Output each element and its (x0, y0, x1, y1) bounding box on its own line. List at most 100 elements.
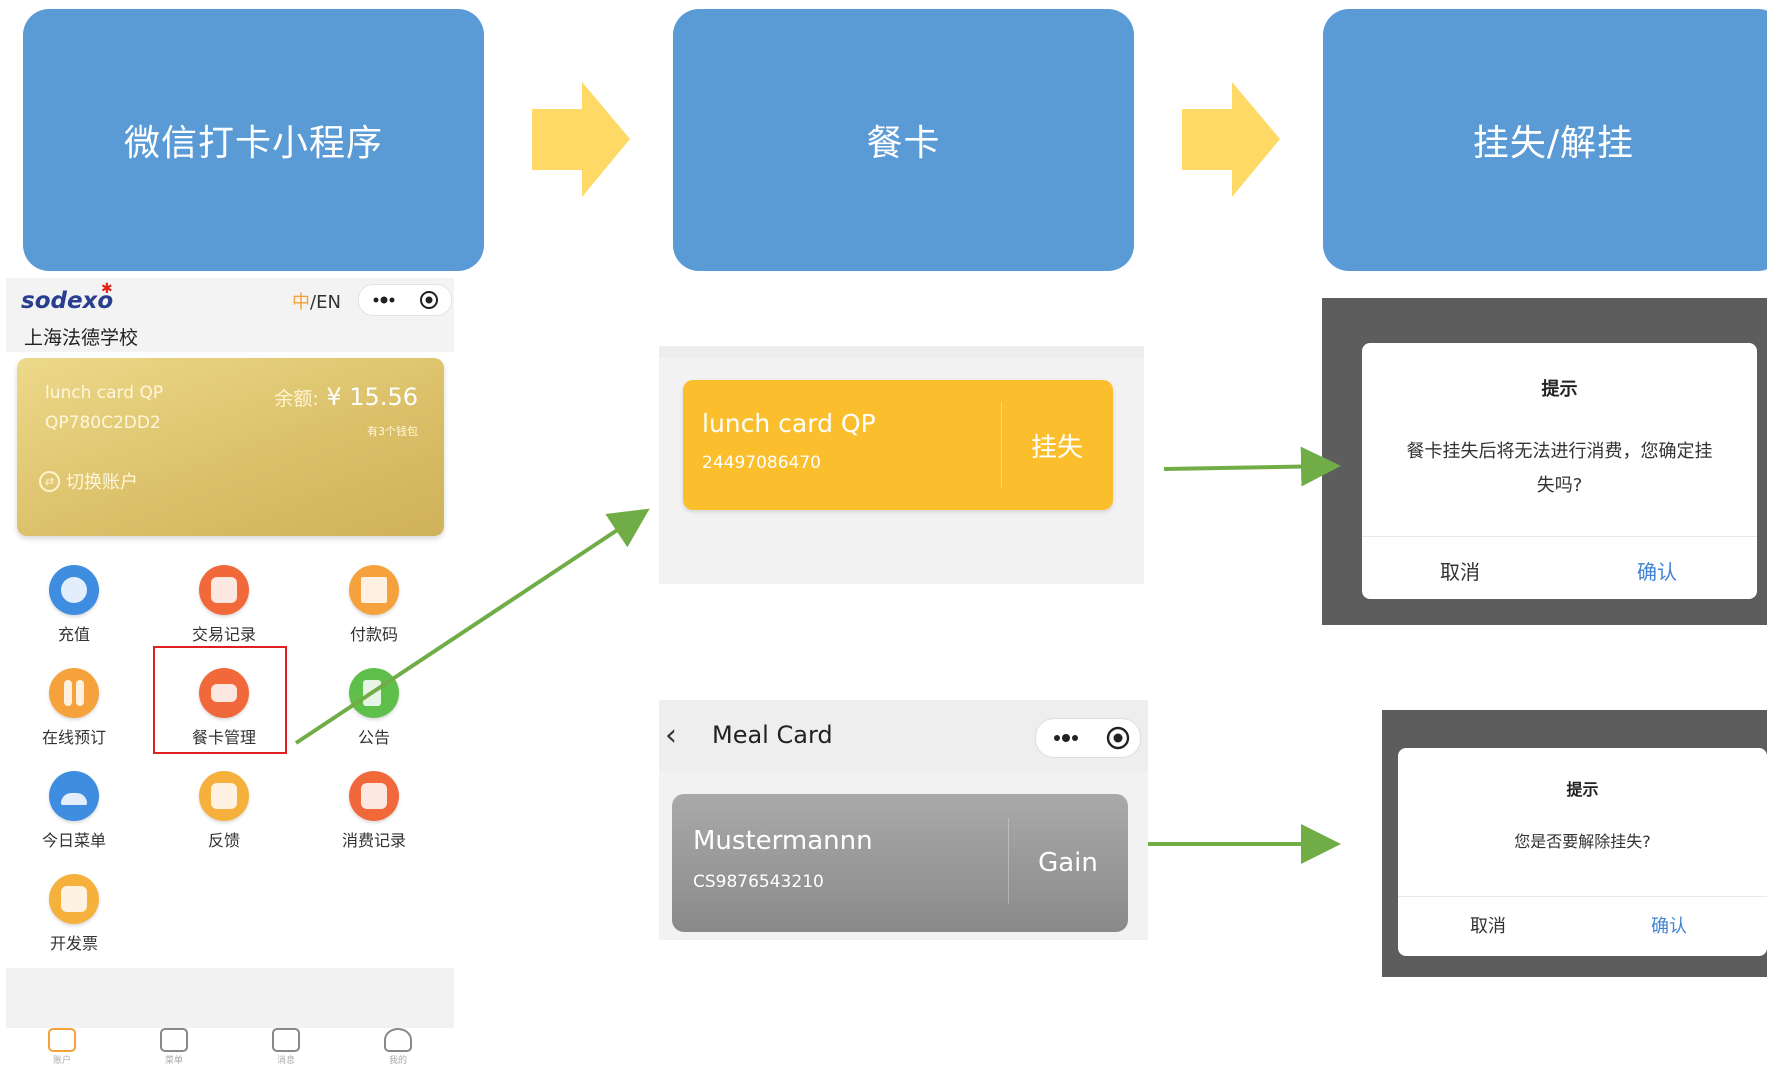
close-target-icon[interactable] (1106, 726, 1130, 750)
step-box-report-loss: 挂失/解挂 (1323, 9, 1767, 271)
menu-label: 充值 (57, 625, 90, 644)
mini-program-home-screen: sodexo ✱ 中/EN 上海法德学校 lunch card QP QP780… (6, 278, 454, 1073)
back-icon[interactable]: ‹ (665, 718, 677, 753)
card-id: 24497086470 (702, 453, 821, 473)
tab-menu[interactable]: 菜单 (144, 1028, 204, 1066)
nav-bar: ‹ Meal Card (659, 700, 1148, 771)
qr-code-icon (349, 565, 399, 615)
header-bar: sodexo ✱ 中/EN 上海法德学校 (6, 278, 454, 352)
report-loss-dialog-overlay: 提示 餐卡挂失后将无法进行消费，您确定挂 失吗? 取消 确认 (1322, 298, 1767, 625)
connector-arrow-icon (294, 508, 650, 745)
flow-arrow-icon (532, 82, 630, 197)
step-box-meal-card: 餐卡 (673, 9, 1134, 271)
switch-account-button[interactable]: ⇄切换账户 (39, 468, 138, 494)
page-title: Meal Card (712, 721, 833, 749)
step-label: 微信打卡小程序 (123, 123, 383, 164)
card-list-panel: lunch card QP 24497086470 挂失 (659, 346, 1144, 584)
tab-account[interactable]: 账户 (32, 1028, 92, 1066)
dialog-message-line: 餐卡挂失后将无法进行消费，您确定挂 (1406, 441, 1713, 462)
menu-label: 餐卡管理 (191, 728, 256, 747)
dialog-title: 提示 (1541, 379, 1578, 400)
gain-button[interactable]: Gain (1038, 848, 1098, 878)
cancel-button[interactable]: 取消 (1440, 560, 1480, 584)
step-box-mini-program: 微信打卡小程序 (23, 9, 484, 271)
sodexo-logo: sodexo (21, 288, 114, 314)
more-icon[interactable] (371, 293, 397, 307)
menu-consumption-records[interactable]: 消费记录 (309, 771, 439, 851)
menu-label: 反馈 (207, 831, 240, 850)
dialog-divider (1362, 536, 1757, 537)
cancel-button[interactable]: 取消 (1470, 916, 1506, 937)
tab-bar: 账户 菜单 消息 我的 (6, 1028, 454, 1073)
balance-label: 余额: (274, 388, 319, 410)
spacer (6, 968, 454, 1028)
switch-account-label: 切换账户 (66, 472, 138, 493)
menu-label: 消费记录 (341, 831, 406, 850)
dialog-message: 您是否要解除挂失? (1514, 832, 1651, 851)
menu-feedback[interactable]: 反馈 (159, 771, 289, 851)
language-switch[interactable]: 中/EN (292, 288, 341, 314)
cutlery-icon (49, 668, 99, 718)
mini-program-capsule (1035, 718, 1141, 758)
menu-label: 交易记录 (191, 625, 256, 644)
card-balance: 余额: ¥ 15.56 (274, 383, 418, 411)
receipt-icon (199, 565, 249, 615)
lang-en: /EN (310, 292, 341, 313)
divider (1008, 818, 1009, 904)
lunch-card-summary[interactable]: lunch card QP QP780C2DD2 余额: ¥ 15.56 有3个… (17, 358, 444, 536)
highlight-box (153, 646, 287, 754)
divider (1001, 402, 1002, 488)
menu-label: 在线预订 (41, 728, 106, 747)
dialog-message-line: 失吗? (1536, 475, 1583, 496)
menu-label: 公告 (357, 728, 390, 747)
menu-online-booking[interactable]: 在线预订 (9, 668, 139, 748)
meal-card: Mustermannn CS9876543210 Gain (672, 794, 1128, 932)
tab-label: 消息 (276, 1056, 295, 1066)
menu-label: 今日菜单 (41, 831, 106, 850)
report-loss-button[interactable]: 挂失 (1030, 432, 1083, 463)
tab-label: 账户 (52, 1056, 71, 1066)
menu-today-menu[interactable]: 今日菜单 (9, 771, 139, 851)
tab-label: 我的 (388, 1056, 407, 1066)
top-strip (659, 346, 1144, 358)
recharge-icon (49, 565, 99, 615)
confirm-button[interactable]: 确认 (1637, 560, 1677, 584)
more-icon[interactable] (1051, 730, 1081, 746)
menu-label: 付款码 (349, 625, 398, 644)
connector-arrow-icon (1163, 446, 1341, 487)
unlock-dialog: 提示 您是否要解除挂失? 取消 确认 (1398, 748, 1767, 956)
menu-invoice[interactable]: 开发票 (9, 874, 139, 954)
close-target-icon[interactable] (419, 290, 439, 310)
wallet-note: 有3个钱包 (367, 425, 418, 438)
lang-zh: 中 (292, 292, 310, 313)
invoice-icon (49, 874, 99, 924)
unlock-dialog-overlay: 提示 您是否要解除挂失? 取消 确认 (1382, 710, 1767, 977)
card-name: lunch card QP (45, 383, 164, 403)
menu-recharge[interactable]: 充值 (9, 565, 139, 645)
clipboard-icon (272, 1028, 300, 1052)
dialog-title: 提示 (1566, 780, 1599, 799)
card-id: QP780C2DD2 (45, 413, 161, 433)
home-icon (48, 1028, 76, 1052)
school-name: 上海法德学校 (24, 327, 139, 349)
menu-card-management[interactable]: 餐卡管理 (159, 668, 289, 748)
user-icon (384, 1028, 412, 1052)
mini-program-capsule (358, 284, 452, 316)
card-id: CS9876543210 (693, 872, 824, 892)
lunch-card: lunch card QP 24497086470 挂失 (683, 380, 1113, 510)
cutlery-tab-icon (160, 1028, 188, 1052)
balance-value: ¥ 15.56 (326, 383, 418, 411)
card-name: lunch card QP (702, 409, 876, 438)
menu-transactions[interactable]: 交易记录 (159, 565, 289, 645)
confirm-button[interactable]: 确认 (1651, 916, 1687, 937)
tab-label: 菜单 (164, 1056, 183, 1066)
tab-me[interactable]: 我的 (368, 1028, 428, 1066)
dialog-divider (1398, 896, 1767, 897)
flow-arrow-icon (1182, 82, 1280, 197)
tab-messages[interactable]: 消息 (256, 1028, 316, 1066)
star-icon: ✱ (101, 281, 113, 297)
report-loss-dialog: 提示 餐卡挂失后将无法进行消费，您确定挂 失吗? 取消 确认 (1362, 343, 1757, 599)
dialog-message: 餐卡挂失后将无法进行消费，您确定挂 失吗? (1372, 435, 1747, 503)
menu-payment-code[interactable]: 付款码 (309, 565, 439, 645)
